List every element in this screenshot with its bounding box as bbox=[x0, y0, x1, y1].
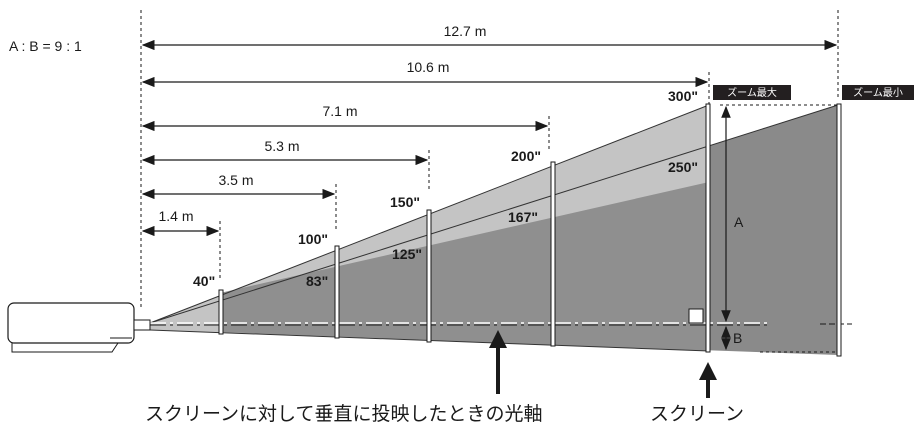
screen-size-125: 125" bbox=[392, 246, 422, 262]
projector-icon bbox=[7, 302, 151, 353]
distance-label-5-3: 5.3 m bbox=[264, 138, 299, 154]
zoom-max-overlap-area bbox=[220, 182, 709, 351]
distance-label-1-4: 1.4 m bbox=[158, 208, 193, 224]
ratio-label: A : B = 9 : 1 bbox=[9, 38, 82, 54]
distance-label-10-6: 10.6 m bbox=[407, 59, 450, 75]
optical-axis-caption: スクリーンに対して垂直に投映したときの光軸 bbox=[145, 403, 542, 425]
screen-size-167: 167" bbox=[508, 209, 538, 225]
zoom-max-tag: ズーム最大 bbox=[727, 86, 777, 99]
screen-size-150: 150" bbox=[390, 194, 420, 210]
distance-label-12-7: 12.7 m bbox=[444, 23, 487, 39]
distance-label-7-1: 7.1 m bbox=[322, 103, 357, 119]
screen-size-300: 300" bbox=[668, 88, 698, 104]
dimension-a-label: A bbox=[734, 214, 744, 230]
screen-size-250: 250" bbox=[668, 159, 698, 175]
screen-size-200: 200" bbox=[511, 148, 541, 164]
screen-size-40: 40" bbox=[193, 273, 215, 289]
screen-size-100: 100" bbox=[298, 231, 328, 247]
screen-caption: スクリーン bbox=[650, 403, 744, 425]
screen-bars bbox=[218, 103, 842, 357]
screen-size-83: 83" bbox=[306, 273, 328, 289]
distance-label-3-5: 3.5 m bbox=[218, 172, 253, 188]
dimension-b-label: B bbox=[733, 330, 742, 346]
zoom-min-tag: ズーム最小 bbox=[853, 86, 903, 99]
